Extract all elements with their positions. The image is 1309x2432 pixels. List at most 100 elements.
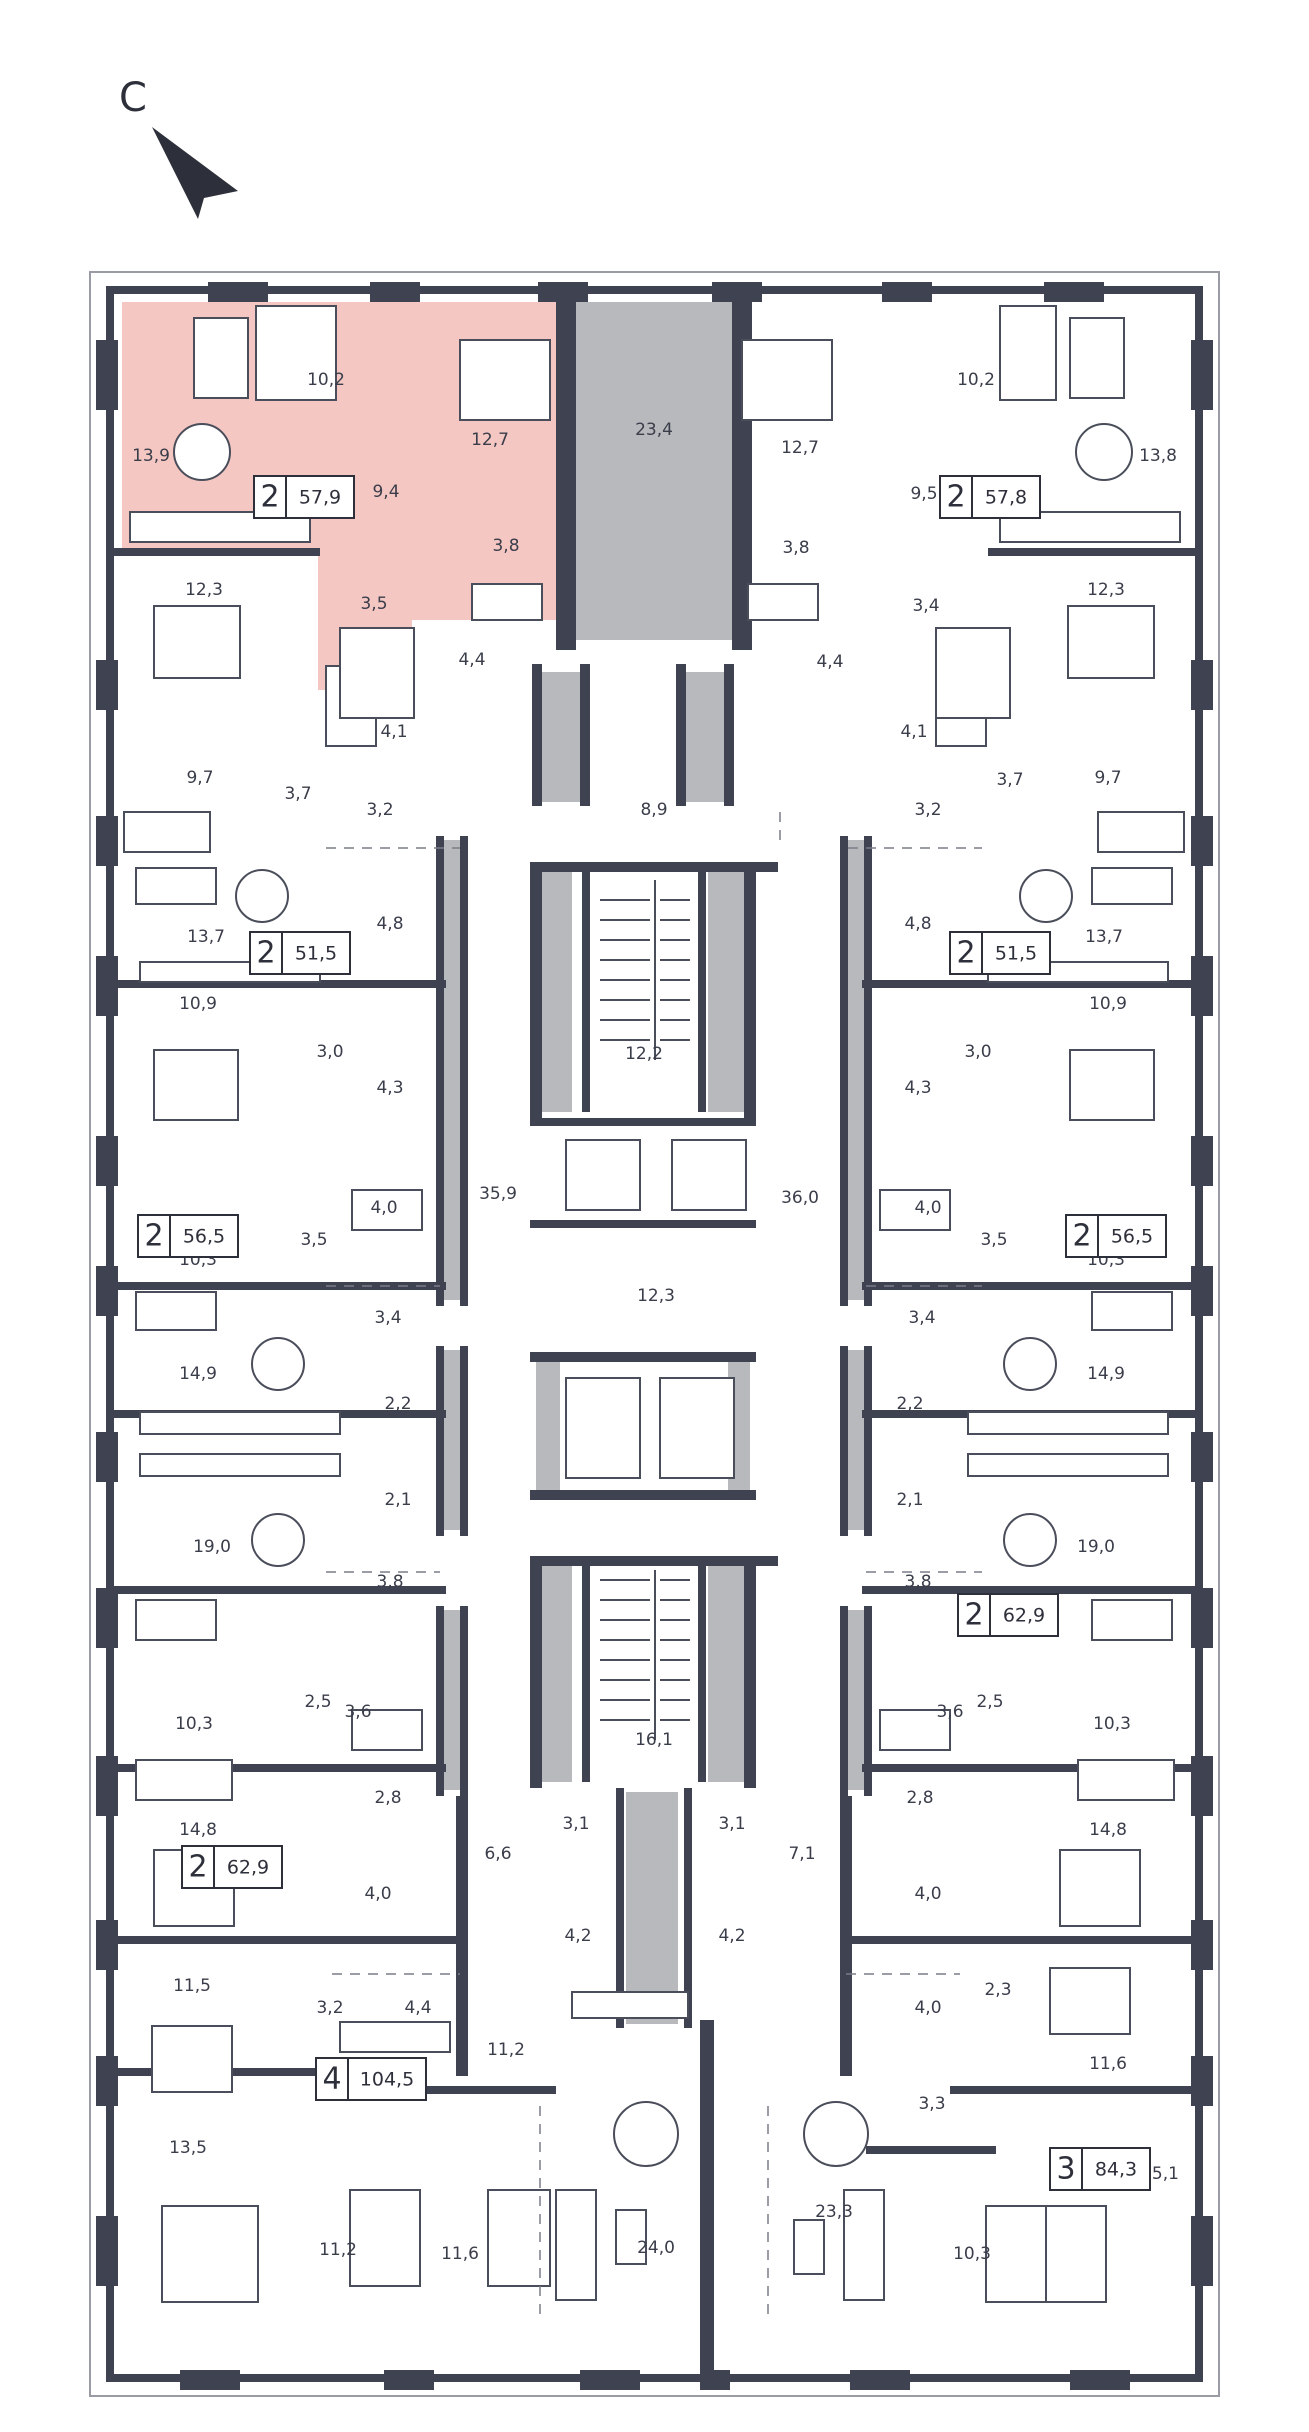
apartment-badge-frame <box>249 931 351 975</box>
room-area-label: 11,6 <box>1089 2054 1127 2074</box>
room-area-label: 12,3 <box>1087 580 1125 600</box>
room-area-label: 19,0 <box>1077 1537 1115 1557</box>
room-area-label: 3,4 <box>908 1308 935 1328</box>
room-area-label: 23,3 <box>815 2202 853 2222</box>
room-area-label: 7,1 <box>788 1844 815 1864</box>
apartment-badge[interactable]: 4 104,5 <box>315 2057 427 2101</box>
room-area-label: 3,1 <box>562 1814 589 1834</box>
furniture <box>123 305 1185 2303</box>
room-area-label: 14,8 <box>179 1820 217 1840</box>
apartment-total-area: 51,5 <box>995 943 1037 965</box>
room-area-label: 4,0 <box>914 1998 941 2018</box>
apartment-room-count: 2 <box>964 1598 983 1633</box>
apartment-badge-frame <box>957 1593 1059 1637</box>
room-area-label: 16,1 <box>635 1730 673 1750</box>
room-area-label: 2,8 <box>374 1788 401 1808</box>
apartment-room-count: 3 <box>1056 2152 1075 2187</box>
apartment-room-count: 2 <box>144 1219 163 1254</box>
north-compass: С <box>119 75 238 219</box>
room-area-label: 12,7 <box>781 438 819 458</box>
room-area-label: 2,2 <box>896 1394 923 1414</box>
room-area-label: 3,8 <box>904 1572 931 1592</box>
room-area-label: 3,6 <box>344 1702 371 1722</box>
room-area-label: 2,8 <box>906 1788 933 1808</box>
room-area-label: 19,0 <box>193 1537 231 1557</box>
apartment-badge-frame <box>137 1214 239 1258</box>
room-area-label: 10,9 <box>179 994 217 1014</box>
room-area-label: 4,3 <box>904 1078 931 1098</box>
room-area-label: 4,8 <box>376 914 403 934</box>
room-area-label: 10,3 <box>1093 1714 1131 1734</box>
room-area-label: 11,5 <box>173 1976 211 1996</box>
room-area-label: 3,8 <box>376 1572 403 1592</box>
room-area-label: 3,8 <box>492 536 519 556</box>
apartment-room-count: 4 <box>322 2062 341 2097</box>
apartment-total-area: 62,9 <box>227 1857 269 1879</box>
room-area-label: 3,1 <box>718 1814 745 1834</box>
room-area-label: 6,6 <box>484 1844 511 1864</box>
room-area-label: 10,2 <box>307 370 345 390</box>
room-area-label: 12,3 <box>185 580 223 600</box>
room-area-label: 4,1 <box>380 722 407 742</box>
apartment-total-area: 51,5 <box>295 943 337 965</box>
room-area-label: 36,0 <box>781 1188 819 1208</box>
room-area-label: 4,0 <box>364 1884 391 1904</box>
compass-label: С <box>119 75 147 121</box>
apartment-room-count: 2 <box>956 936 975 971</box>
room-area-label: 3,7 <box>996 770 1023 790</box>
room-area-label: 3,3 <box>918 2094 945 2114</box>
windows <box>96 282 1213 2390</box>
room-area-label: 2,1 <box>384 1490 411 1510</box>
room-area-label: 10,3 <box>175 1714 213 1734</box>
room-area-label: 4,0 <box>914 1884 941 1904</box>
apartment-total-area: 84,3 <box>1095 2159 1137 2181</box>
room-area-label: 4,4 <box>816 652 843 672</box>
room-area-label: 4,0 <box>370 1198 397 1218</box>
room-area-label: 3,2 <box>366 800 393 820</box>
room-area-label: 10,3 <box>953 2244 991 2264</box>
apartment-badge-frame <box>939 475 1041 519</box>
room-area-label: 3,5 <box>300 1230 327 1250</box>
room-area-label: 3,0 <box>964 1042 991 1062</box>
room-area-label: 3,8 <box>782 538 809 558</box>
room-area-labels: 13,910,212,79,43,83,54,423,412,710,213,8… <box>132 370 1179 2264</box>
room-area-label: 12,2 <box>625 1044 663 1064</box>
room-area-label: 23,4 <box>635 420 673 440</box>
room-area-label: 3,4 <box>912 596 939 616</box>
apartment-room-count: 2 <box>260 480 279 515</box>
room-area-label: 2,1 <box>896 1490 923 1510</box>
room-area-label: 4,3 <box>376 1078 403 1098</box>
corridor-walls <box>436 836 872 2390</box>
apartment-badge-frame <box>315 2057 427 2101</box>
room-area-label: 4,4 <box>404 1998 431 2018</box>
room-area-label: 4,4 <box>458 650 485 670</box>
room-area-label: 2,2 <box>384 1394 411 1414</box>
room-area-label: 13,9 <box>132 446 170 466</box>
apartment-total-area: 104,5 <box>360 2069 414 2091</box>
room-area-label: 11,2 <box>487 2040 525 2060</box>
room-area-label: 2,3 <box>984 1980 1011 2000</box>
apartment-total-area: 62,9 <box>1003 1605 1045 1627</box>
apartment-badge-frame <box>1065 1214 1167 1258</box>
room-area-label: 4,0 <box>914 1198 941 1218</box>
room-area-label: 4,1 <box>900 722 927 742</box>
room-area-label: 4,2 <box>564 1926 591 1946</box>
apartment-room-count: 2 <box>1072 1219 1091 1254</box>
room-area-label: 10,9 <box>1089 994 1127 1014</box>
room-area-label: 35,9 <box>479 1184 517 1204</box>
room-area-label: 14,9 <box>1087 1364 1125 1384</box>
room-area-label: 3,7 <box>284 784 311 804</box>
apartment-total-area: 57,8 <box>985 487 1027 509</box>
